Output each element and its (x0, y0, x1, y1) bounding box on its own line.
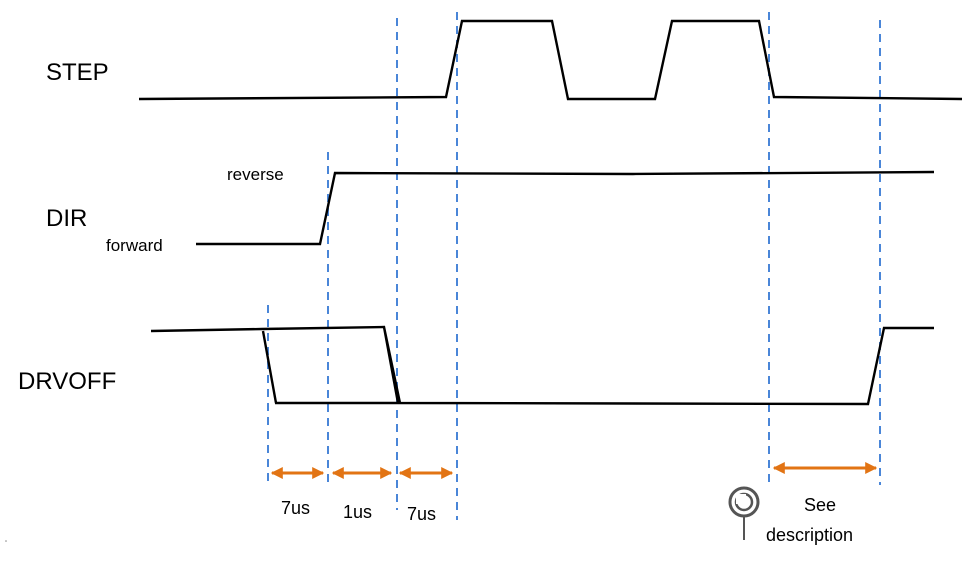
drvoff-waveform (150, 325, 934, 406)
timing-label-7us-first: 7us (281, 498, 310, 518)
drvoff-signal-label: DRVOFF (18, 368, 116, 395)
dir-waveform (196, 170, 935, 246)
guide-lines (267, 12, 881, 520)
timing-label-1us: 1us (343, 502, 372, 522)
dir-forward-label: forward (106, 236, 163, 255)
corner-dot (5, 540, 7, 542)
step-waveform (138, 19, 963, 101)
step-signal-label: STEP (46, 59, 109, 86)
probe-icon (728, 486, 760, 540)
dir-reverse-label: reverse (227, 165, 284, 184)
timing-label-description: description (766, 525, 853, 545)
dir-signal-label: DIR (46, 205, 87, 232)
timing-arrows (270, 462, 878, 479)
timing-label-see: See (804, 495, 836, 515)
timing-label-7us-second: 7us (407, 504, 436, 524)
